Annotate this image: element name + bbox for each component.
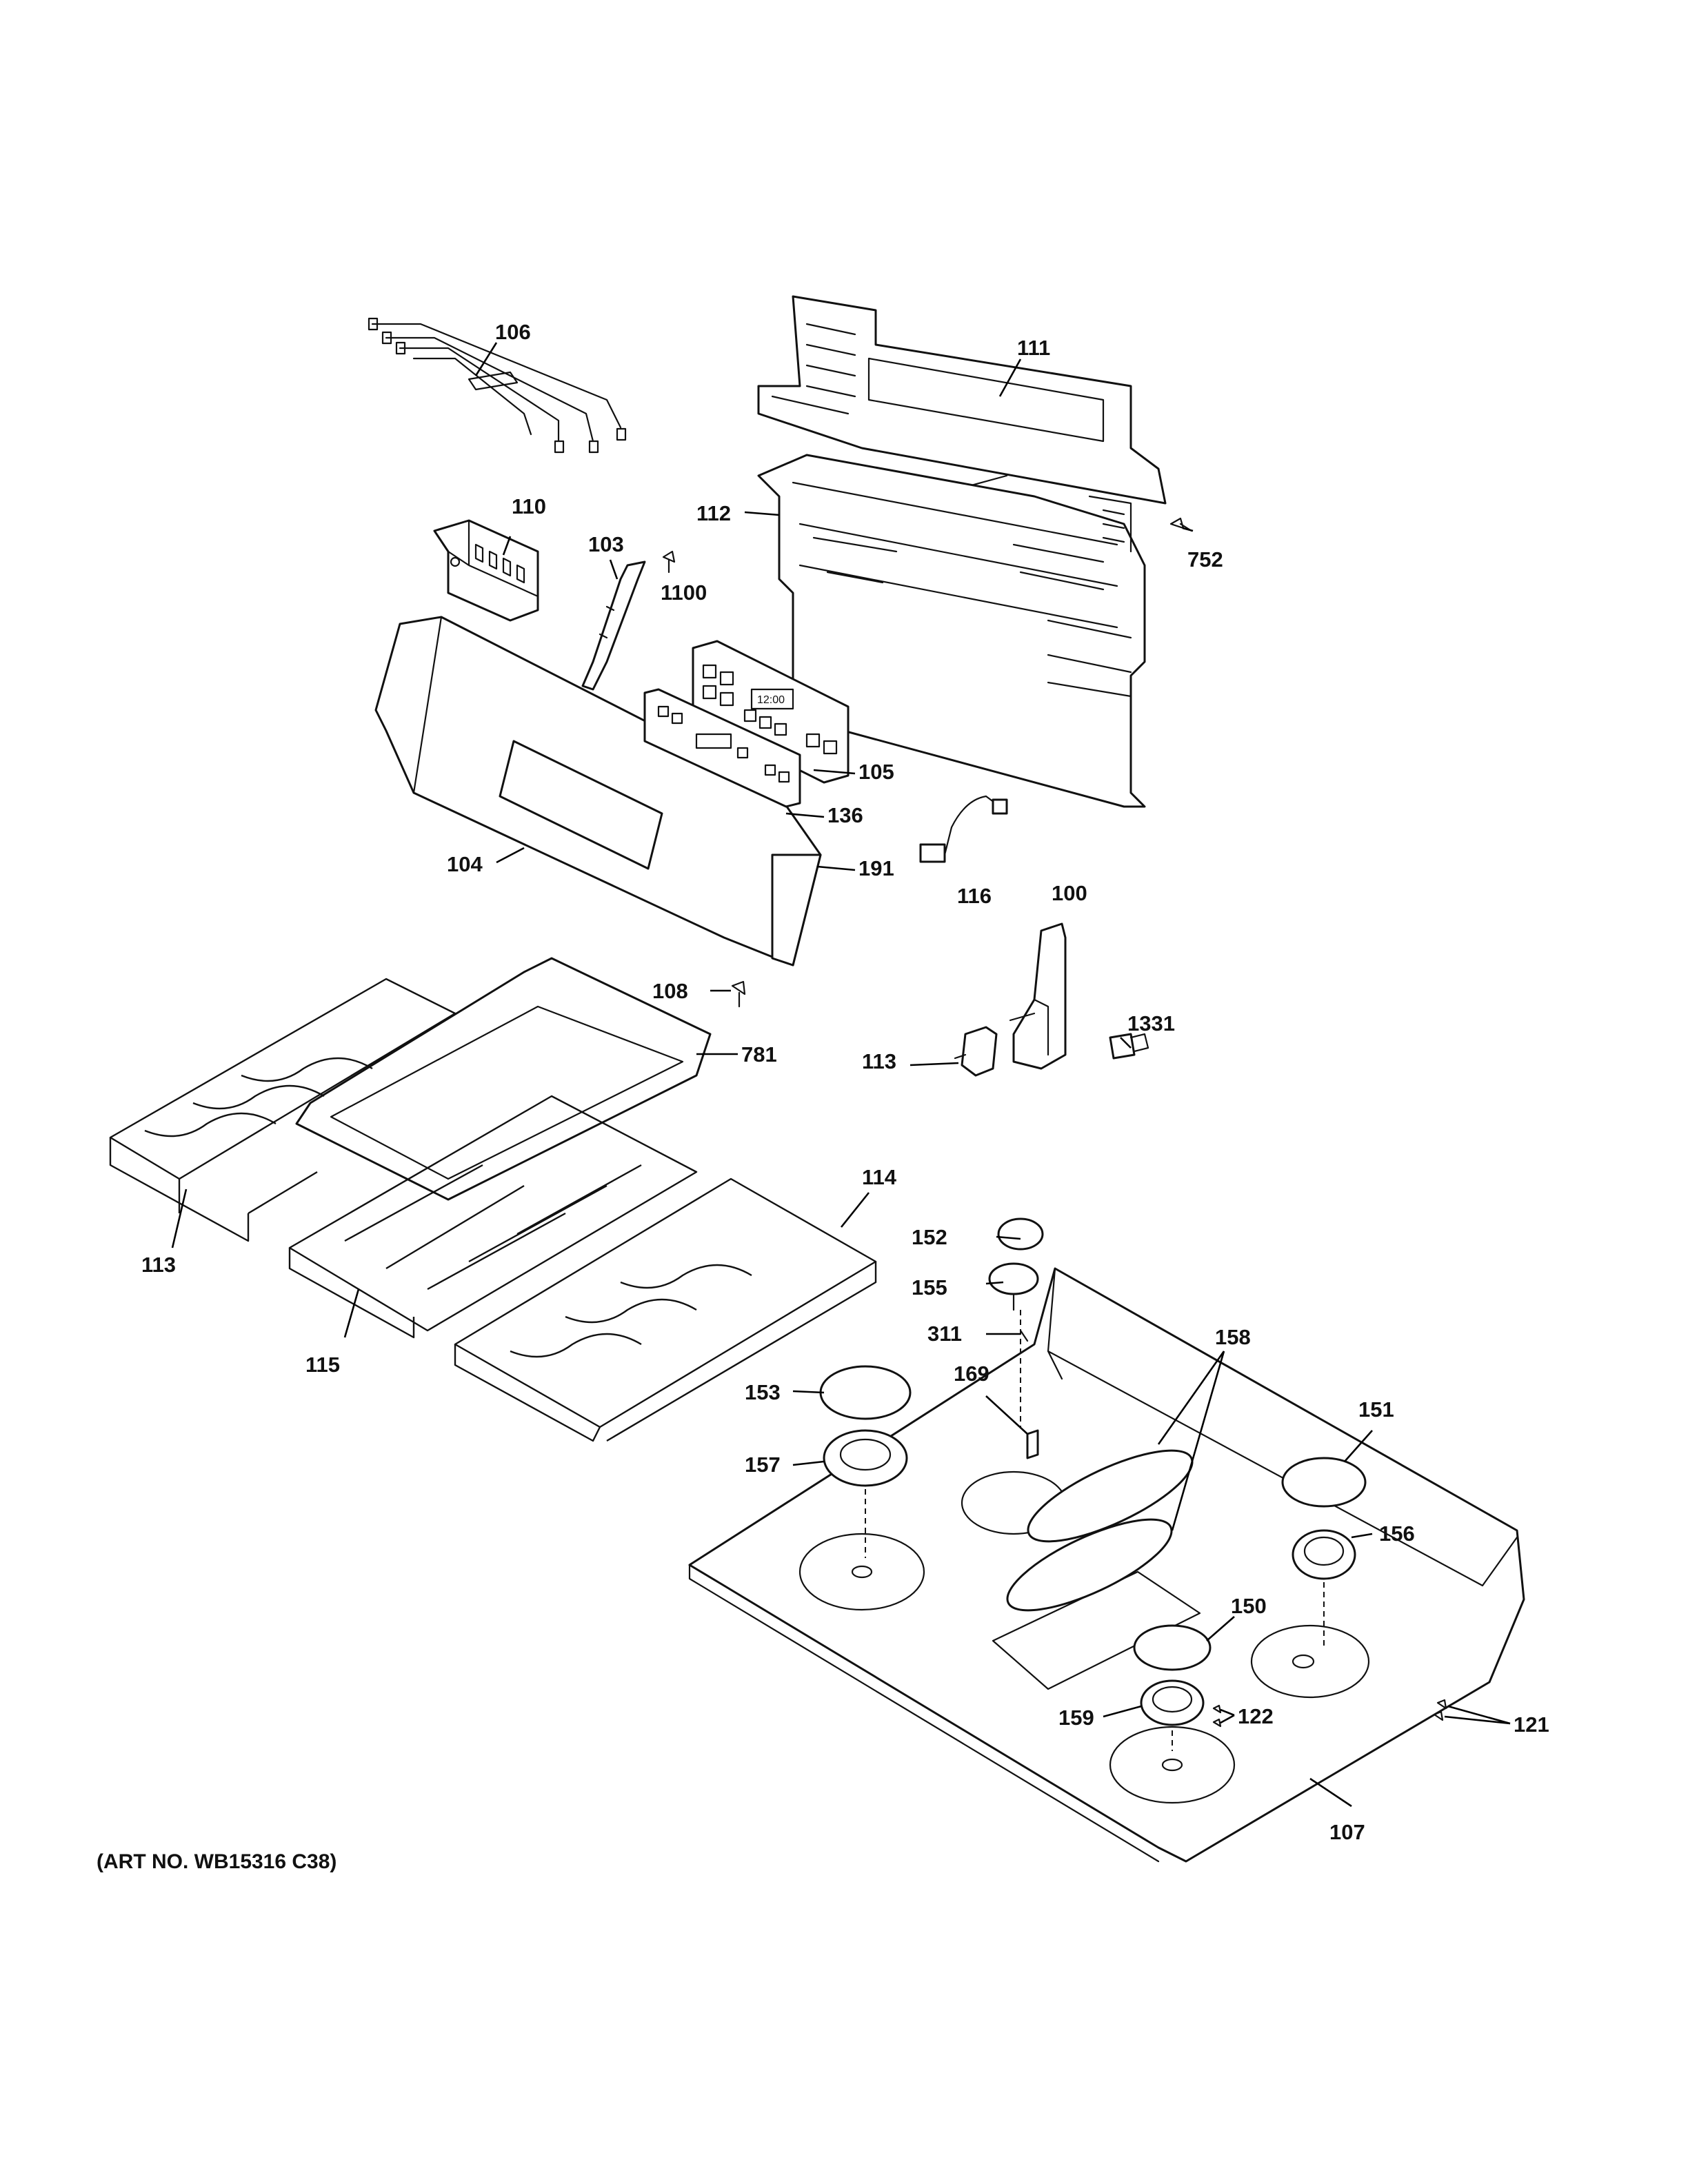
cap-152 xyxy=(1281,1457,1367,1508)
callout-103: 103 xyxy=(588,532,624,556)
module-110 xyxy=(433,519,539,622)
orifice-311 xyxy=(1012,1293,1029,1342)
cap-153 xyxy=(819,1365,912,1420)
callout-106: 111 xyxy=(1017,336,1050,360)
callout-151: 152 xyxy=(912,1225,947,1249)
callout-110: 110 xyxy=(512,494,546,518)
callout-153: 153 xyxy=(745,1380,781,1404)
bracket-100 xyxy=(1009,922,1067,1070)
screw-108 xyxy=(731,980,746,1008)
callout-113-left: 113 xyxy=(141,1253,176,1277)
callout-156: 156 xyxy=(1379,1521,1415,1546)
callout-121: 121 xyxy=(1514,1712,1549,1737)
grate-right-113 xyxy=(454,1177,877,1442)
callout-labels: 106 111 112 752 110 103 1100 105 136 104… xyxy=(141,320,1549,1844)
screw-1331 xyxy=(1109,1033,1149,1060)
screws-121 xyxy=(1433,1699,1447,1721)
callout-108: 108 xyxy=(652,979,688,1003)
callout-115: 115 xyxy=(305,1353,340,1377)
overlay-136 xyxy=(643,688,801,808)
callout-136: 136 xyxy=(827,803,863,827)
callout-116: 116 xyxy=(957,884,992,908)
callout-122: 122 xyxy=(1238,1704,1274,1728)
cap-151 xyxy=(997,1217,1044,1251)
callout-155: 155 xyxy=(912,1275,947,1300)
screw-1100 xyxy=(662,550,676,574)
display-time: 12:00 xyxy=(757,694,785,706)
callout-311: 311 xyxy=(927,1322,962,1346)
wire-harness-111 xyxy=(368,317,627,454)
burner-157 xyxy=(823,1429,908,1487)
callout-104: 104 xyxy=(447,852,483,876)
art-number-caption: (ART NO. WB15316 C38) xyxy=(97,1850,336,1873)
callout-152: 151 xyxy=(1358,1397,1394,1422)
grate-middle-115 xyxy=(288,1095,698,1339)
callout-150: 150 xyxy=(1231,1594,1267,1618)
callout-111: 106 xyxy=(495,320,531,344)
callout-107: 112 xyxy=(696,501,731,525)
callout-158: 158 xyxy=(1215,1325,1251,1349)
valve-169 xyxy=(1026,1429,1039,1459)
callout-112: 113 xyxy=(862,1049,896,1073)
bracket-103 xyxy=(581,560,646,691)
switch-112 xyxy=(954,1026,998,1077)
callout-1331: 1331 xyxy=(1127,1011,1175,1035)
callout-105: 105 xyxy=(858,760,894,784)
backguard-lower-107 xyxy=(757,454,1146,808)
griddle-781 xyxy=(295,957,712,1201)
callout-781: 781 xyxy=(741,1042,777,1066)
callout-191: 191 xyxy=(858,856,894,880)
control-panel-104 xyxy=(374,616,822,967)
callout-169: 169 xyxy=(954,1362,989,1386)
cap-150 xyxy=(1133,1624,1212,1671)
callout-1100: 1100 xyxy=(661,580,707,605)
callout-114: 107 xyxy=(1329,1820,1365,1844)
screws-122 xyxy=(1212,1704,1222,1728)
backguard-upper-106 xyxy=(757,295,1167,505)
callout-752: 752 xyxy=(1187,547,1223,572)
callout-159: 159 xyxy=(1058,1706,1094,1730)
callout-100: 100 xyxy=(1052,881,1087,905)
grate-left-113 xyxy=(109,978,456,1242)
wire-connector-116 xyxy=(919,795,1008,863)
callout-113-right: 114 xyxy=(862,1165,897,1189)
leader-lines xyxy=(171,342,1511,1808)
burner-155 xyxy=(988,1262,1039,1295)
callout-157: 157 xyxy=(745,1453,781,1477)
simmer-plate-158 xyxy=(1006,1449,1194,1612)
